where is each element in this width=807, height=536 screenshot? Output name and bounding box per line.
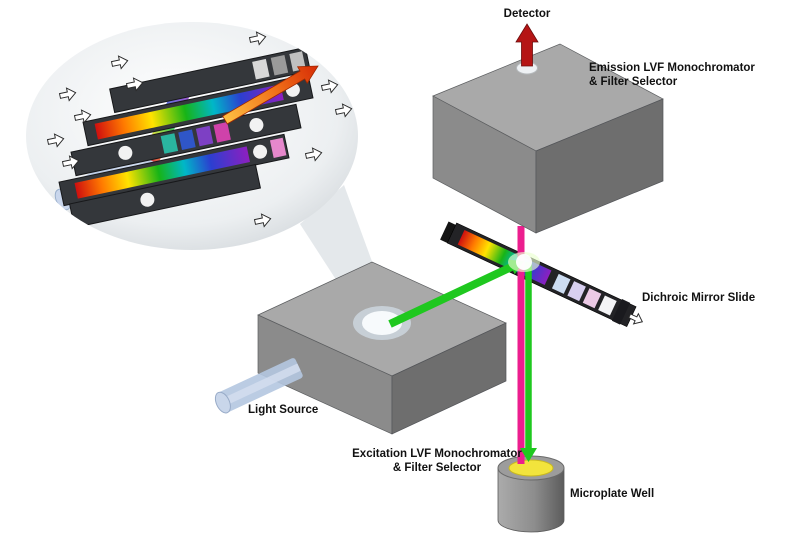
slide-motion-arrow-icon <box>628 312 644 325</box>
dichroic-filter-chip <box>567 281 586 302</box>
dichroic-filter-chip <box>582 288 602 309</box>
filter-hole <box>249 118 264 133</box>
flow-arrow-icon <box>110 55 129 70</box>
slide-left-cap <box>440 221 458 244</box>
filter-chip <box>213 122 231 143</box>
light-source-label: Light Source <box>248 404 318 416</box>
lvf-detail-inset <box>46 31 353 229</box>
well-sample <box>508 459 554 477</box>
filter-hole <box>253 144 268 159</box>
flow-arrow-icon <box>46 133 65 148</box>
slide-right-cap <box>611 299 631 325</box>
filter-slide-bar <box>109 46 311 114</box>
lvf-gradient-strip <box>94 84 284 140</box>
flow-arrow-icon <box>73 109 92 124</box>
filter-chip <box>269 137 287 159</box>
dichroic-mirror-label: Dichroic Mirror Slide <box>642 292 755 304</box>
emission-beam <box>517 226 525 464</box>
light-pipe-core <box>220 363 301 407</box>
filter-hole <box>118 145 133 160</box>
light-pipe-cap <box>214 391 231 414</box>
flow-arrow-icon <box>253 213 272 228</box>
beam-crossing-glint <box>516 254 532 270</box>
flow-arrow-icon <box>125 77 144 92</box>
flow-arrow-icon <box>58 87 77 102</box>
microplate-well <box>497 455 565 533</box>
filter-chip <box>178 129 196 151</box>
filter-chip <box>270 54 289 76</box>
dichroic-filter-chip <box>551 273 571 294</box>
filter-chip <box>252 58 270 80</box>
filter-chip <box>160 133 179 154</box>
lens-aperture <box>362 311 402 335</box>
box-right-face <box>391 322 507 435</box>
dichroic-filter-chip <box>598 295 617 316</box>
well-body <box>497 467 565 533</box>
excitation-monochromator-box <box>257 261 507 435</box>
emission-monochromator-label-line1: Emission LVF Monochromator <box>589 62 755 74</box>
excitation-beam-vertical <box>525 262 532 448</box>
filter-slide-bar <box>58 133 290 207</box>
filter-slide-bar <box>82 73 314 147</box>
flow-arrow-icon <box>320 79 339 94</box>
flow-arrow-icon <box>61 155 80 170</box>
flow-arrow-icon <box>248 31 267 46</box>
detector-arrow-icon <box>515 23 539 67</box>
emission-monochromator-box <box>432 43 664 234</box>
lvf-gradient-strip <box>74 146 251 199</box>
filter-slide-bar <box>70 103 302 177</box>
emission-monochromator-label-line2: & Filter Selector <box>589 76 678 88</box>
microplate-well-label: Microplate Well <box>570 488 654 500</box>
filter-chip <box>195 125 214 147</box>
flow-arrow-icon <box>304 147 323 162</box>
light-source-pipe <box>214 358 303 414</box>
flow-arrows <box>46 31 353 228</box>
excitation-monochromator-label-line2: & Filter Selector <box>393 462 482 474</box>
excitation-monochromator-label-line1: Excitation LVF Monochromator <box>352 448 522 460</box>
excitation-beam-diagonal <box>388 259 524 328</box>
filter-hole <box>140 192 155 207</box>
flow-arrow-icon <box>334 103 353 118</box>
dispersed-output-arrow-icon <box>222 65 319 125</box>
excitation-beam-arrowhead <box>520 448 537 462</box>
detector-label: Detector <box>504 8 551 20</box>
box-right-face <box>535 98 664 234</box>
